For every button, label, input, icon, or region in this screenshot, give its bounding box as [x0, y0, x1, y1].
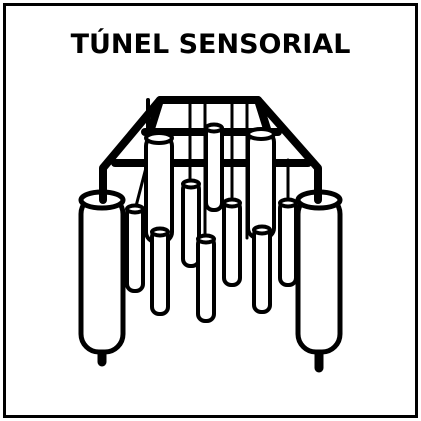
tube: [246, 130, 276, 240]
tube-top: [204, 122, 224, 134]
tube-top: [278, 197, 298, 209]
tube-top: [125, 203, 145, 215]
tube-top: [150, 226, 170, 238]
tube: [222, 199, 242, 287]
left-post: [78, 193, 126, 355]
tube-top: [222, 197, 242, 209]
tube: [125, 205, 145, 293]
tube: [278, 199, 298, 287]
tube: [144, 134, 174, 244]
tube: [204, 124, 224, 212]
frame-strut: [254, 96, 272, 136]
tube: [196, 235, 216, 323]
tube-top: [196, 233, 216, 245]
pictogram-title: TÚNEL SENSORIAL: [70, 29, 351, 60]
frame-strut: [146, 96, 164, 136]
tube: [150, 228, 170, 316]
tubes: [125, 122, 298, 323]
tube-top: [144, 131, 174, 145]
right-post: [295, 193, 343, 355]
frame-joints: [99, 166, 322, 204]
tube-top: [252, 224, 272, 236]
tube: [252, 226, 272, 314]
tube-top: [181, 178, 201, 190]
tube-top: [246, 127, 276, 141]
